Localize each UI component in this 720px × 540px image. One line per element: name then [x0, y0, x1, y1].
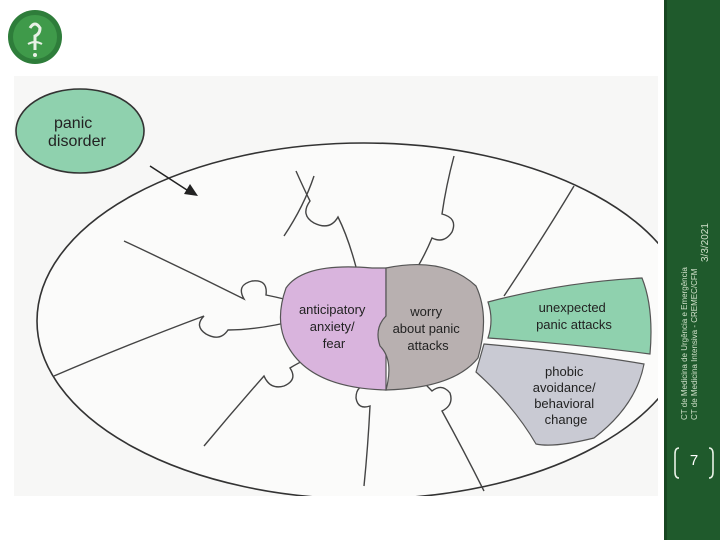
panic-disorder-figure: panic disorder anticipatory anxiety/ fea… — [14, 76, 692, 500]
date-label: 3/3/2021 — [700, 223, 711, 262]
segment-worry — [377, 263, 485, 391]
anticipatory-label: anticipatory anxiety/ fear — [299, 302, 369, 351]
panic-disorder-bubble — [15, 88, 145, 174]
segment-unexpected — [487, 277, 652, 355]
puzzle-diagram: panic disorder anticipatory anxiety/ fea… — [15, 88, 692, 500]
segment-phobic — [475, 343, 645, 446]
right-sidebar: 3/3/2021 CT de Medicina de Urgência e Em… — [664, 0, 720, 540]
sidebar-divider — [664, 0, 667, 540]
segment-anticipatory — [279, 266, 387, 391]
arrow-line — [149, 165, 191, 193]
page-number: 7 — [689, 452, 699, 469]
bubble-line1: panic — [54, 115, 92, 132]
phobic-label: phobic avoidance/ behavioral change — [533, 364, 600, 427]
footer-line1: CT de Medicina de Urgência e Emergência — [680, 267, 689, 420]
page-number-badge: 7 — [673, 446, 715, 480]
worry-label: worry about panic attacks — [393, 304, 464, 353]
footer-line2: CT de Medicina Intensiva - CREMEC/CFM — [690, 268, 699, 420]
unexpected-label: unexpected panic attacks — [536, 300, 612, 332]
arrow-head — [184, 184, 198, 196]
logo-medical-icon — [8, 10, 62, 64]
page-number-bracket-icon — [674, 447, 714, 479]
bubble-line2: disorder — [48, 133, 106, 150]
